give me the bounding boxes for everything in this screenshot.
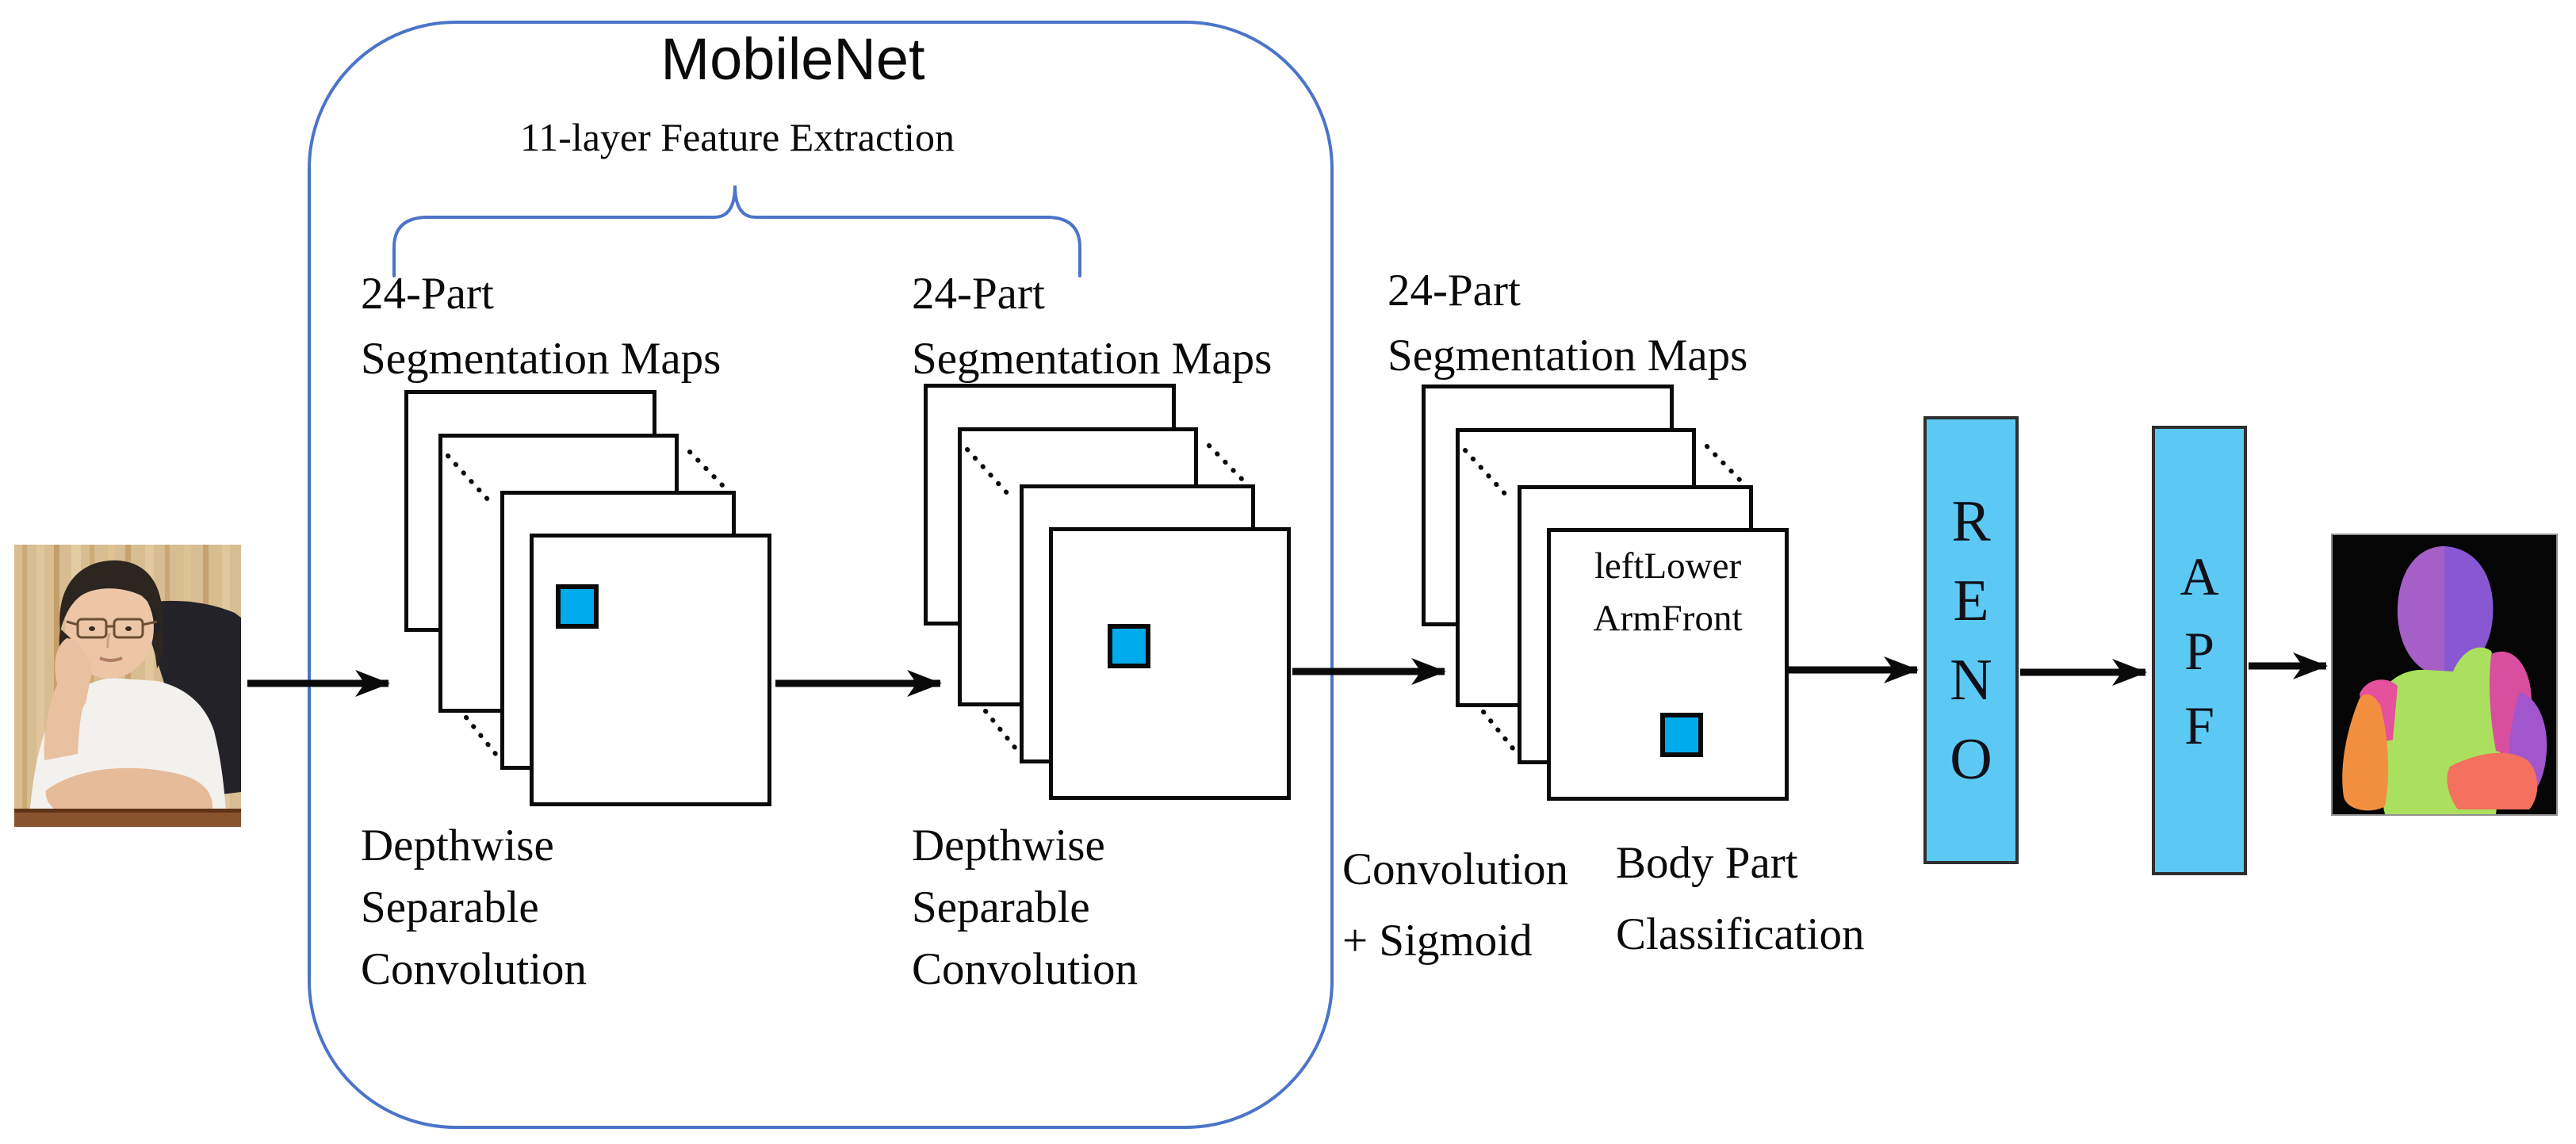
front-map-text-line2: ArmFront <box>1593 598 1743 639</box>
feature-map-stack-3: leftLower ArmFront <box>1422 385 1789 801</box>
mobilenet-title: MobileNet <box>660 26 925 92</box>
body-part-caption: Body Part Classification <box>1616 828 1864 970</box>
body-part-line1: Body Part <box>1616 838 1798 888</box>
apf-letter-a: A <box>2180 545 2219 606</box>
nose <box>106 633 111 649</box>
stack3-label-line1: 24-Part <box>1388 266 1521 316</box>
person-face <box>65 577 154 679</box>
apf-letter-p: P <box>2184 620 2214 681</box>
apf-module: A P F <box>2152 426 2247 875</box>
depthwise2-line2: Separable <box>912 882 1090 932</box>
hair-side-right <box>153 627 163 668</box>
seg-head-left <box>2397 546 2444 675</box>
seg-head-right <box>2444 546 2494 675</box>
stack1-label: 24-Part Segmentation Maps <box>361 262 721 392</box>
conv-sigmoid-line2: + Sigmoid <box>1342 916 1533 966</box>
stack1-map-front <box>530 534 771 806</box>
apf-letter-f: F <box>2184 694 2214 756</box>
reno-module: R E N O <box>1923 416 2019 864</box>
stack1-label-line1: 24-Part <box>361 269 494 319</box>
stack2-label: 24-Part Segmentation Maps <box>912 262 1272 392</box>
depthwise-caption-2: Depthwise Separable Convolution <box>912 815 1138 1001</box>
mouth <box>99 656 123 662</box>
desk-edge <box>14 809 241 813</box>
seg-right-hand <box>2447 752 2538 809</box>
depthwise2-line3: Convolution <box>912 944 1139 994</box>
feature-map-stack-2 <box>924 384 1291 800</box>
feature-extraction-subtitle: 11-layer Feature Extraction <box>520 115 955 159</box>
reno-letter-r: R <box>1951 488 1991 554</box>
eye-right <box>125 626 132 631</box>
conv-sigmoid-line1: Convolution <box>1342 844 1569 894</box>
crossed-arms <box>45 767 213 814</box>
stack3-label: 24-Part Segmentation Maps <box>1388 258 1747 388</box>
hand-on-cheek <box>55 638 92 705</box>
body-part-line2: Classification <box>1616 909 1865 959</box>
depthwise-caption-1: Depthwise Separable Convolution <box>361 815 587 1001</box>
stack2-pixel-square <box>1108 624 1150 668</box>
seg-left-arm <box>2342 694 2389 811</box>
depthwise2-line1: Depthwise <box>912 821 1105 870</box>
glasses <box>66 618 158 639</box>
stack1-pixel-square <box>556 584 599 629</box>
depthwise1-line3: Convolution <box>361 944 588 994</box>
reno-letter-n: N <box>1950 647 1992 713</box>
desk <box>14 813 241 827</box>
feature-map-stack-1 <box>404 390 771 806</box>
stack2-label-line1: 24-Part <box>912 269 1045 319</box>
front-map-text-line1: leftLower <box>1594 545 1742 587</box>
person-hair <box>59 560 163 632</box>
stack3-label-line2: Segmentation Maps <box>1388 331 1748 381</box>
stack2-label-line2: Segmentation Maps <box>912 334 1273 384</box>
segmentation-output-image <box>2331 534 2558 816</box>
stack2-map-front <box>1049 527 1291 800</box>
stack1-label-line2: Segmentation Maps <box>361 334 722 384</box>
conv-sigmoid-caption: Convolution + Sigmoid <box>1342 834 1568 977</box>
depthwise1-line1: Depthwise <box>361 821 554 870</box>
stack3-front-map-text: leftLower ArmFront <box>1547 540 1789 645</box>
depthwise1-line2: Separable <box>361 882 539 932</box>
stack3-pixel-square <box>1660 713 1703 757</box>
eye-left <box>89 626 95 631</box>
reno-letter-e: E <box>1953 568 1989 633</box>
forearm <box>44 684 86 760</box>
reno-letter-o: O <box>1950 726 1992 792</box>
input-photo <box>14 545 241 827</box>
